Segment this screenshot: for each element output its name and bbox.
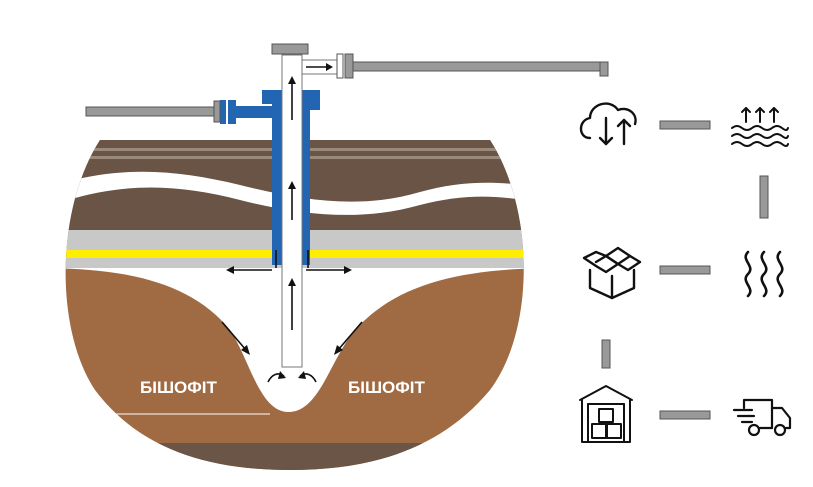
- soil-bottom-layer: [65, 443, 524, 470]
- cloud-download-upload-icon: [579, 102, 637, 146]
- left-inlet-pipe: [85, 100, 221, 123]
- open-box-icon: [582, 246, 642, 300]
- mineral-label-left: БІШОФІТ: [140, 378, 217, 397]
- heat-waves-icon: [744, 250, 784, 298]
- flow-arrows: [221, 63, 363, 383]
- delivery-truck-icon: [732, 398, 792, 437]
- right-outlet-pipe: [352, 61, 609, 77]
- warehouse-icon: [579, 385, 633, 443]
- section-cut-gap: [65, 171, 524, 215]
- evaporation-water-icon: [731, 107, 789, 147]
- mineral-label-right: БІШОФІТ: [348, 378, 425, 397]
- process-connectors: [601, 120, 769, 420]
